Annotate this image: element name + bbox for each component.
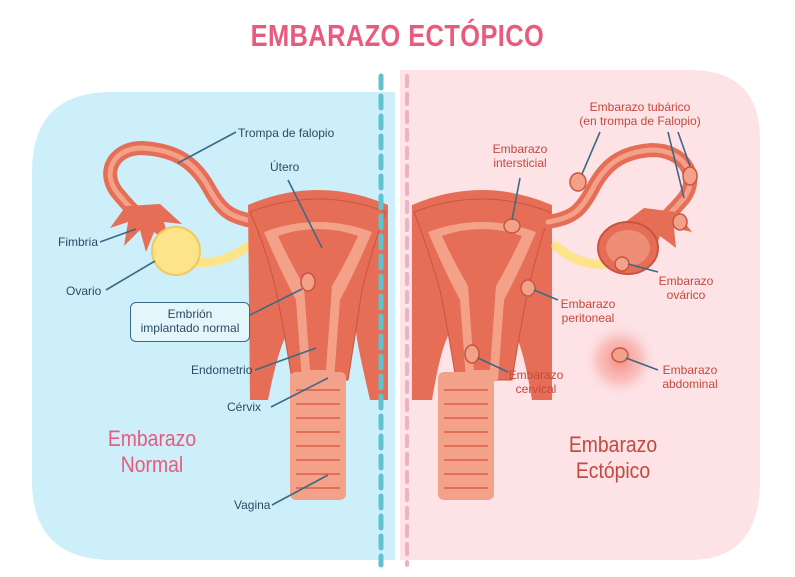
peritoneal-embryo bbox=[520, 279, 536, 297]
normal-embryo bbox=[300, 272, 316, 292]
label-tubarico: Embarazo tubárico (en trompa de Falopio) bbox=[565, 100, 715, 128]
label-trompa: Trompa de falopio bbox=[238, 126, 335, 140]
ectopic-uterus bbox=[412, 190, 552, 500]
label-cervical-line2: cervical bbox=[515, 382, 557, 396]
leader-lines bbox=[99, 131, 329, 506]
label-intersticial-line2: intersticial bbox=[493, 156, 547, 170]
cervical-embryo bbox=[464, 344, 480, 364]
normal-heading-line2: Normal bbox=[120, 452, 184, 477]
ovary bbox=[151, 226, 201, 276]
label-abdominal-line2: abdominal bbox=[662, 377, 718, 391]
normal-heading: Embarazo Normal bbox=[99, 426, 205, 478]
label-endometrio: Endometrio bbox=[191, 363, 253, 377]
fimbria bbox=[110, 204, 182, 252]
label-embrion-box: Embrión implantado normal bbox=[130, 302, 250, 342]
label-ovarico-line1: Embarazo bbox=[658, 274, 714, 288]
ectopic-heading-line1: Embarazo bbox=[568, 432, 658, 457]
tubarico-embryo-1 bbox=[569, 172, 587, 192]
label-abdominal: Embarazo abdominal bbox=[652, 363, 728, 391]
label-cervical-line1: Embarazo bbox=[508, 368, 564, 382]
label-peritoneal-line2: peritoneal bbox=[561, 311, 615, 325]
label-peritoneal-line1: Embarazo bbox=[560, 297, 616, 311]
label-intersticial: Embarazo intersticial bbox=[482, 142, 558, 170]
label-fimbria: Fimbria bbox=[58, 235, 99, 249]
label-embrion-line2: implantado normal bbox=[140, 321, 240, 335]
label-utero: Útero bbox=[270, 160, 300, 174]
tubarico-embryo-3 bbox=[672, 213, 688, 231]
label-tubarico-line2: (en trompa de Falopio) bbox=[579, 114, 701, 128]
ectopic-leader-lines bbox=[477, 131, 691, 373]
label-cervix: Cérvix bbox=[227, 400, 262, 414]
label-intersticial-line1: Embarazo bbox=[492, 142, 548, 156]
label-embrion-line1: Embrión bbox=[167, 307, 213, 321]
ectopic-heading-line2: Ectópico bbox=[575, 458, 651, 483]
label-tubarico-line1: Embarazo tubárico bbox=[589, 100, 691, 114]
label-cervical: Embarazo cervical bbox=[500, 368, 572, 396]
intersticial-embryo bbox=[503, 218, 521, 234]
page-title: EMBARAZO ECTÓPICO bbox=[250, 18, 545, 53]
label-ovarico: Embarazo ovárico bbox=[650, 274, 722, 302]
normal-uterus bbox=[248, 190, 388, 500]
abdominal-embryo bbox=[611, 347, 629, 363]
normal-heading-line1: Embarazo bbox=[107, 426, 197, 451]
tubarico-embryo-2 bbox=[682, 166, 698, 186]
ovarico-embryo bbox=[614, 256, 630, 272]
label-peritoneal: Embarazo peritoneal bbox=[550, 297, 626, 325]
label-ovarico-line2: ovárico bbox=[666, 288, 706, 302]
label-vagina: Vagina bbox=[234, 498, 271, 512]
label-ovario: Ovario bbox=[66, 284, 102, 298]
label-abdominal-line1: Embarazo bbox=[662, 363, 718, 377]
ectopic-heading: Embarazo Ectópico bbox=[556, 432, 670, 484]
